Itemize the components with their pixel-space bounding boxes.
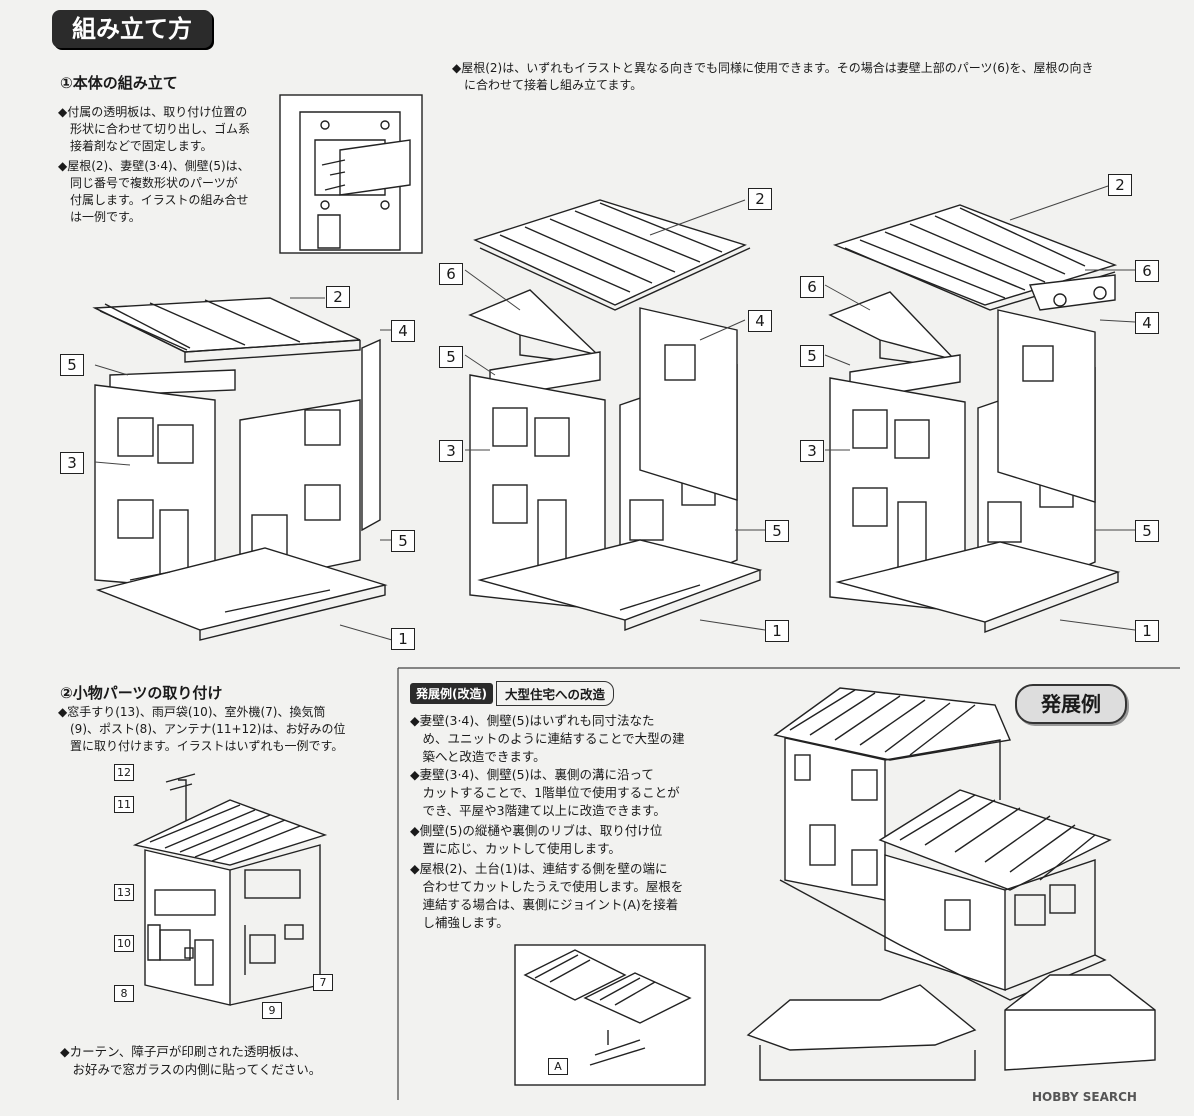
development-tag: 発展例(改造) bbox=[410, 682, 493, 704]
page-title: 組み立て方 bbox=[52, 10, 212, 48]
part-label-3: 3 bbox=[800, 440, 824, 462]
development-bullet-4: ◆屋根(2)、土台(1)は、連結する側を壁の端に 合わせてカットしたうえで使用し… bbox=[410, 861, 684, 930]
assembly-diagram-3 bbox=[828, 204, 1121, 634]
part-label-9: 9 bbox=[262, 1002, 282, 1019]
section1-heading: ①本体の組み立て bbox=[60, 74, 178, 92]
section2-note: ◆窓手すり(13)、雨戸袋(10)、室外機(7)、換気筒 (9)、ポスト(8)、… bbox=[58, 705, 346, 753]
section1-note-2: ◆屋根(2)、妻壁(3·4)、側壁(5)は、 同じ番号で複数形状のパーツが 付属… bbox=[58, 159, 250, 224]
part-label-3: 3 bbox=[439, 440, 463, 462]
roof-shape-diagrams bbox=[746, 974, 1156, 1081]
combined-large-house-illustration bbox=[773, 687, 1112, 1001]
clear-plate-inset-illustration bbox=[279, 94, 423, 254]
part-label-a: A bbox=[548, 1058, 568, 1075]
joint-illustration bbox=[514, 944, 706, 1086]
part-label-2: 2 bbox=[326, 286, 350, 308]
part-label-1: 1 bbox=[1135, 620, 1159, 642]
assembly-diagram-2 bbox=[468, 199, 763, 632]
part-label-2: 2 bbox=[1108, 174, 1132, 196]
roof-note: ◆屋根(2)は、いずれもイラストと異なる向きでも同様に使用できます。その場合は妻… bbox=[452, 61, 1094, 92]
part-label-6: 6 bbox=[439, 263, 463, 285]
part-label-10: 10 bbox=[114, 935, 134, 952]
part-label-4: 4 bbox=[391, 320, 415, 342]
part-label-3: 3 bbox=[60, 452, 84, 474]
part-label-1: 1 bbox=[765, 620, 789, 642]
part-label-4: 4 bbox=[1135, 312, 1159, 334]
section2-heading: ②小物パーツの取り付け bbox=[60, 684, 223, 702]
part-label-6: 6 bbox=[1135, 260, 1159, 282]
part-label-5: 5 bbox=[60, 354, 84, 376]
part-label-5: 5 bbox=[800, 345, 824, 367]
part-label-2: 2 bbox=[748, 188, 772, 210]
part-label-5: 5 bbox=[391, 530, 415, 552]
watermark: HOBBY SEARCH bbox=[1032, 1090, 1137, 1104]
development-badge: 発展例 bbox=[1015, 684, 1127, 724]
part-label-5: 5 bbox=[1135, 520, 1159, 542]
part-label-6: 6 bbox=[800, 276, 824, 298]
part-label-11: 11 bbox=[114, 796, 134, 813]
part-label-4: 4 bbox=[748, 310, 772, 332]
section1-note-1: ◆付属の透明板は、取り付け位置の 形状に合わせて切り出し、ゴム系 接着剤などで固… bbox=[58, 105, 251, 153]
part-label-8: 8 bbox=[114, 985, 134, 1002]
part-label-1: 1 bbox=[391, 628, 415, 650]
part-label-7: 7 bbox=[313, 974, 333, 991]
development-bullet-1: ◆妻壁(3·4)、側壁(5)はいずれも同寸法なた め、ユニットのように連結するこ… bbox=[410, 713, 685, 764]
development-bullet-3: ◆側壁(5)の縦樋や裏側のリブは、取り付け位 置に応じ、カットして使用します。 bbox=[410, 823, 663, 856]
development-tagline: 発展例(改造) 大型住宅への改造 bbox=[410, 680, 614, 706]
part-label-12: 12 bbox=[114, 764, 134, 781]
small-parts-house-illustration bbox=[132, 773, 328, 1006]
part-label-13: 13 bbox=[114, 884, 134, 901]
assembly-diagram-1 bbox=[92, 297, 388, 641]
part-label-5: 5 bbox=[439, 346, 463, 368]
development-bullet-2: ◆妻壁(3·4)、側壁(5)は、裏側の溝に沿って カットすることで、1階単位で使… bbox=[410, 767, 680, 818]
part-label-5: 5 bbox=[765, 520, 789, 542]
section2-footer-note: ◆カーテン、障子戸が印刷された透明板は、 お好みで窓ガラスの内側に貼ってください… bbox=[60, 1044, 322, 1077]
development-subtitle: 大型住宅への改造 bbox=[495, 680, 614, 706]
